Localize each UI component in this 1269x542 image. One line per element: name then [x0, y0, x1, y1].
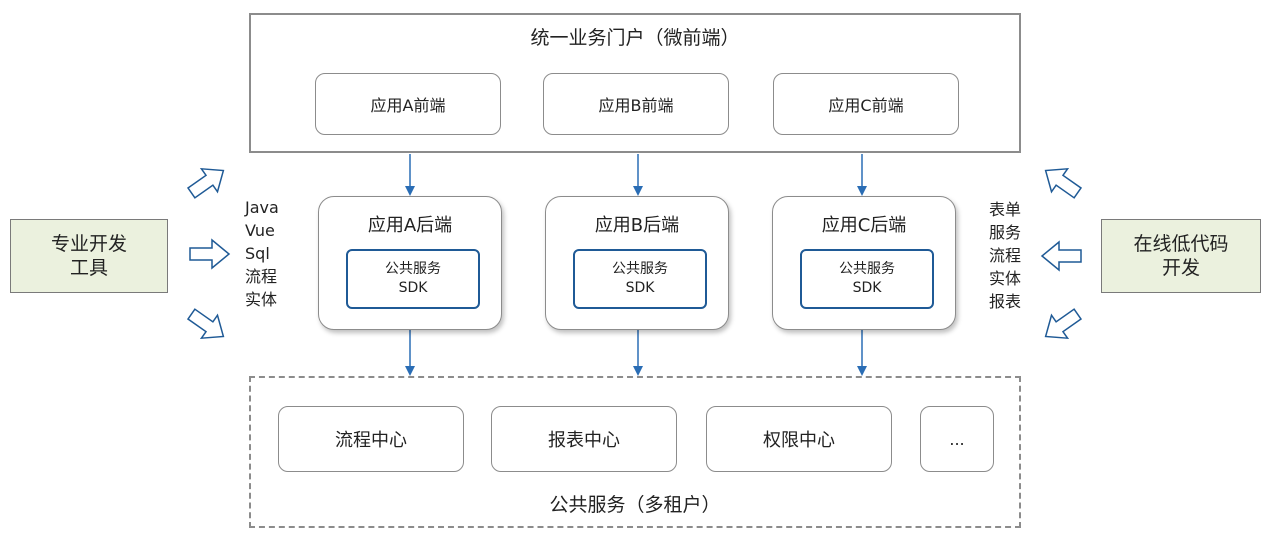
backend-app-c: 应用C后端 公共服务 SDK [772, 196, 956, 330]
tool-label: 工具 [69, 257, 108, 279]
tech-item: 实体 [989, 269, 1022, 288]
sdk-label: SDK [625, 280, 655, 296]
frontend-app-c: 应用C前端 [773, 73, 959, 135]
common-service-sdk: 公共服务 SDK [800, 249, 934, 309]
sdk-label: 公共服务 [385, 261, 441, 277]
sdk-label: 公共服务 [839, 261, 895, 277]
hollow-arrow-icon [186, 167, 225, 199]
tech-item: 流程 [245, 267, 278, 286]
service-more: ... [920, 406, 994, 472]
tech-item: 流程 [989, 246, 1022, 265]
common-services: 流程中心 报表中心 权限中心 ... 公共服务（多租户） [249, 376, 1021, 528]
tech-item: Sql [245, 244, 270, 263]
tool-label: 专业开发 [50, 233, 127, 255]
tech-item: 实体 [245, 290, 278, 309]
common-service-sdk: 公共服务 SDK [346, 249, 480, 309]
tech-item: Vue [245, 221, 275, 240]
tool-label: 开发 [1161, 257, 1200, 279]
backend-title: 应用A后端 [367, 215, 453, 236]
backend-title: 应用B后端 [594, 215, 680, 236]
hollow-arrow-icon [1044, 167, 1083, 199]
hollow-arrow-icon [1040, 240, 1082, 272]
tech-item: Java [245, 198, 279, 217]
sdk-label: SDK [398, 280, 428, 296]
unified-portal: 统一业务门户（微前端） 应用A前端 应用B前端 应用C前端 [249, 13, 1021, 153]
online-lowcode-tool: 在线低代码 开发 [1101, 219, 1261, 293]
left-tech-list: Java Vue Sql 流程 实体 [245, 196, 279, 311]
services-title: 公共服务（多租户） [549, 494, 721, 516]
tech-item: 表单 [989, 200, 1022, 219]
common-service-sdk: 公共服务 SDK [573, 249, 707, 309]
hollow-arrow-icon [186, 308, 225, 340]
tech-item: 服务 [989, 223, 1022, 242]
service-report-center: 报表中心 [491, 406, 677, 472]
service-workflow-center: 流程中心 [278, 406, 464, 472]
service-permission-center: 权限中心 [706, 406, 892, 472]
backend-app-b: 应用B后端 公共服务 SDK [545, 196, 729, 330]
backend-app-a: 应用A后端 公共服务 SDK [318, 196, 502, 330]
hollow-arrow-icon [189, 238, 231, 270]
hollow-arrow-icon [1044, 308, 1083, 340]
frontend-app-a: 应用A前端 [315, 73, 501, 135]
tech-item: 报表 [989, 292, 1022, 311]
sdk-label: 公共服务 [612, 261, 668, 277]
right-tech-list: 表单 服务 流程 实体 报表 [989, 198, 1021, 313]
portal-title: 统一业务门户（微前端） [530, 27, 740, 49]
sdk-label: SDK [852, 280, 882, 296]
backend-title: 应用C后端 [821, 215, 907, 236]
tool-label: 在线低代码 [1133, 233, 1229, 255]
pro-dev-tool: 专业开发 工具 [10, 219, 168, 293]
frontend-app-b: 应用B前端 [543, 73, 729, 135]
